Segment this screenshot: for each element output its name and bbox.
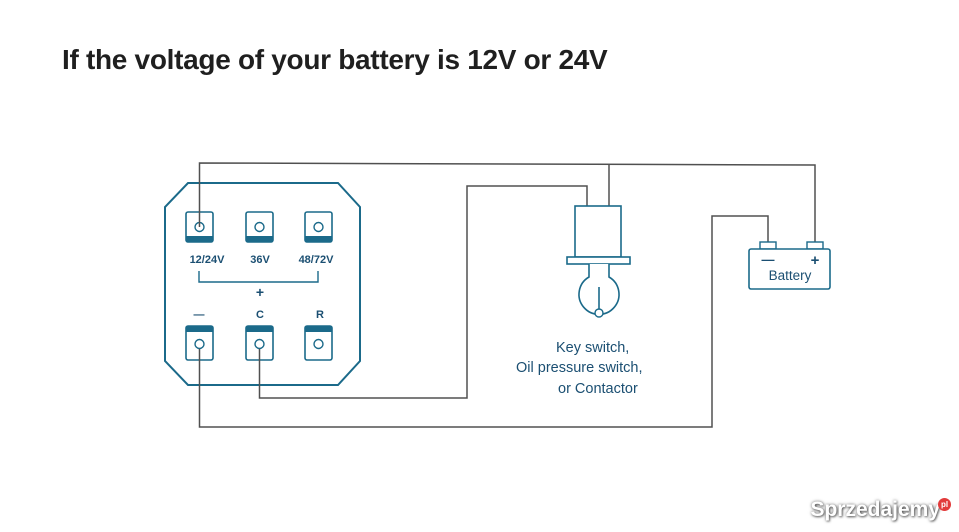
wire-negative-to-battery-negative — [198, 215, 769, 428]
wire-12-24v-to-battery-positive — [198, 162, 816, 243]
watermark-text: Sprzedajemy — [810, 498, 940, 521]
key-switch-symbol — [566, 205, 631, 318]
watermark: Sprzedajemypl — [810, 498, 951, 522]
terminal-label-c: C — [256, 309, 264, 321]
switch-label-line-3: or Contactor — [558, 381, 638, 397]
battery-symbol — [748, 241, 831, 290]
terminal-label-36v: 36V — [250, 254, 270, 266]
switch-label-line-2: Oil pressure switch, — [516, 360, 643, 376]
terminal-label-48-72v: 48/72V — [299, 254, 335, 266]
terminal-label-negative: — — [194, 309, 205, 321]
terminal-48-72v — [304, 211, 333, 243]
terminal-r — [304, 325, 333, 361]
battery-negative-sign: — — [762, 252, 775, 267]
terminal-c — [245, 325, 274, 361]
battery-positive-sign: + — [811, 252, 820, 269]
terminal-label-12-24v: 12/24V — [190, 254, 226, 266]
watermark-suffix: pl — [938, 498, 951, 511]
battery-label: Battery — [769, 268, 812, 283]
positive-sign: + — [256, 284, 264, 300]
wire-c-to-switch — [258, 185, 588, 399]
switch-label-line-1: Key switch, — [556, 340, 629, 356]
positive-bracket — [198, 271, 319, 283]
page-title: If the voltage of your battery is 12V or… — [62, 44, 608, 75]
terminal-label-r: R — [316, 309, 324, 321]
terminal-36v — [245, 211, 274, 243]
